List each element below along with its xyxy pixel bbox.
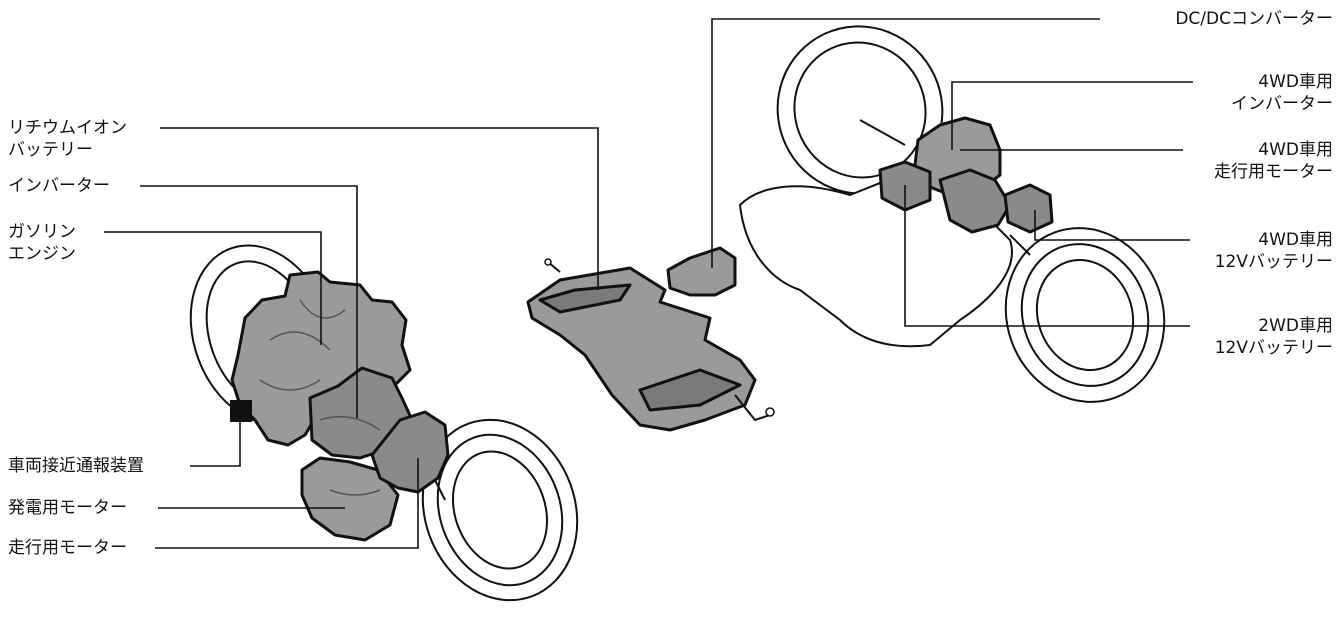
label-battery12v-4wd: 4WD車用 12Vバッテリー: [1215, 229, 1333, 273]
leader-battery12v-4wd: [1034, 210, 1190, 241]
label-battery12v-2wd-line1: 2WD車用: [1258, 316, 1333, 336]
approach-alert-marker: [230, 400, 252, 422]
battery-pack: [526, 258, 775, 432]
label-drive-motor-4wd-line1: 4WD車用: [1258, 140, 1333, 160]
leader-battery12v-2wd: [904, 185, 1190, 327]
label-lithium-battery: リチウムイオン バッテリー: [8, 117, 127, 161]
label-dcdc-converter: DC/DCコンバーター: [1175, 9, 1333, 29]
rear-drive-motor-block: [938, 168, 1012, 234]
leader-approach-alert: [190, 422, 241, 467]
battery12v-4wd-block: [1003, 183, 1054, 234]
label-drive-motor: 走行用モーター: [8, 538, 127, 558]
label-inverter: インバーター: [8, 176, 110, 196]
leader-inverter-4wd: [951, 81, 1193, 150]
label-battery12v-4wd-line2: 12Vバッテリー: [1214, 252, 1333, 272]
rear-chassis: [738, 173, 1013, 348]
label-lithium-battery-line1: リチウムイオン: [8, 118, 127, 138]
dcdc-converter-block: [666, 246, 737, 297]
engine-assembly: [230, 270, 450, 542]
label-generator-motor: 発電用モーター: [8, 498, 127, 518]
label-battery12v-4wd-line1: 4WD車用: [1258, 230, 1333, 250]
label-lithium-battery-line2: バッテリー: [8, 140, 93, 160]
label-inverter-4wd: 4WD車用 インバーター: [1231, 71, 1333, 115]
label-drive-motor-4wd-line2: 走行用モーター: [1214, 162, 1333, 182]
label-gasoline-engine: ガソリン エンジン: [8, 221, 76, 265]
leader-inverter: [140, 185, 358, 418]
label-drive-motor-4wd: 4WD車用 走行用モーター: [1214, 139, 1333, 183]
label-inverter-4wd-line2: インバーター: [1231, 94, 1333, 114]
leader-lithium-battery: [160, 127, 599, 290]
label-gasoline-engine-line2: エンジン: [8, 244, 76, 264]
label-inverter-4wd-line1: 4WD車用: [1258, 72, 1333, 92]
leader-dcdc-converter: [711, 18, 1100, 268]
leader-drive-motor: [155, 458, 419, 549]
label-battery12v-2wd-line2: 12Vバッテリー: [1214, 338, 1333, 358]
label-battery12v-2wd: 2WD車用 12Vバッテリー: [1215, 315, 1333, 359]
drive-motor-block: [370, 410, 450, 494]
generator-motor-block: [300, 456, 400, 542]
label-gasoline-engine-line1: ガソリン: [8, 222, 76, 242]
rear-right-wheel: [1004, 227, 1166, 403]
label-approach-alert: 車両接近通報装置: [8, 456, 144, 476]
leader-gasoline-engine: [104, 231, 322, 345]
front-right-wheel: [421, 418, 579, 602]
